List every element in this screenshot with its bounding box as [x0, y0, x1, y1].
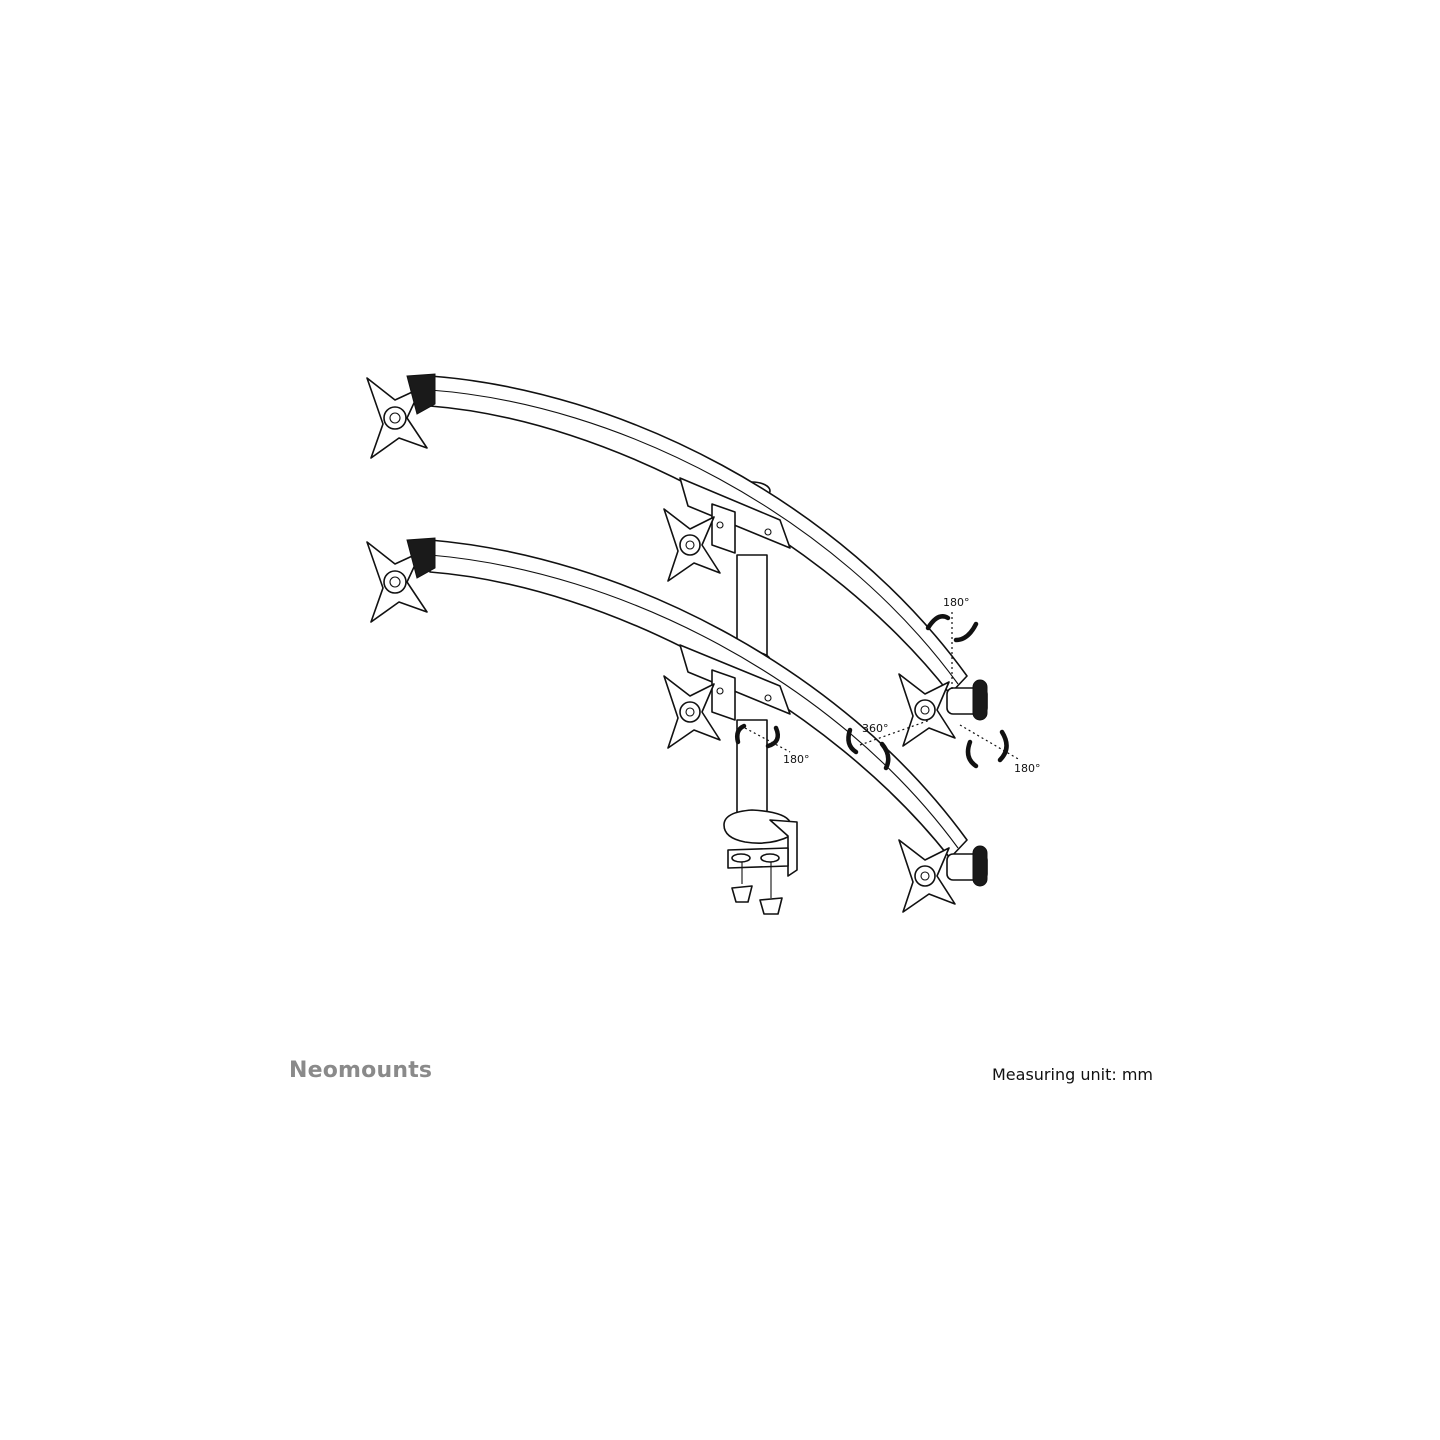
rotation-indicator-right: 180°	[959, 724, 1041, 775]
swivel-arrow-icon	[879, 741, 891, 771]
rotation-indicator-center: 180°	[735, 723, 810, 766]
center-tilt-label: 180°	[783, 753, 810, 766]
tilt-arrow-icon	[765, 725, 780, 749]
vesa-plate-bottom-left	[366, 537, 436, 623]
measuring-unit-label: Measuring unit: mm	[992, 1065, 1153, 1084]
swivel-label: 360°	[862, 722, 889, 735]
brand-logo: Neomounts	[289, 1058, 433, 1083]
tilt-arrow-icon	[953, 621, 979, 643]
top-arm	[429, 375, 968, 695]
top-tilt-label: 180°	[943, 596, 970, 609]
vesa-plate-bottom-center	[663, 675, 721, 749]
swivel-arrow-icon	[846, 727, 859, 755]
tilt-arrow-icon	[735, 723, 747, 745]
rotation-indicator-swivel: 360°	[846, 719, 931, 771]
vesa-plate-bottom-right	[898, 839, 988, 913]
vesa-plate-top-right	[898, 673, 988, 747]
vesa-plate-top-left	[366, 373, 436, 459]
tilt-arrow-icon	[997, 729, 1009, 763]
tilt-arrow-icon	[925, 614, 951, 631]
rotation-indicator-top: 180°	[925, 596, 979, 690]
vesa-plate-top-center	[663, 508, 721, 582]
desk-clamp	[723, 809, 798, 915]
right-tilt-label: 180°	[1014, 762, 1041, 775]
tilt-arrow-icon	[965, 739, 979, 769]
